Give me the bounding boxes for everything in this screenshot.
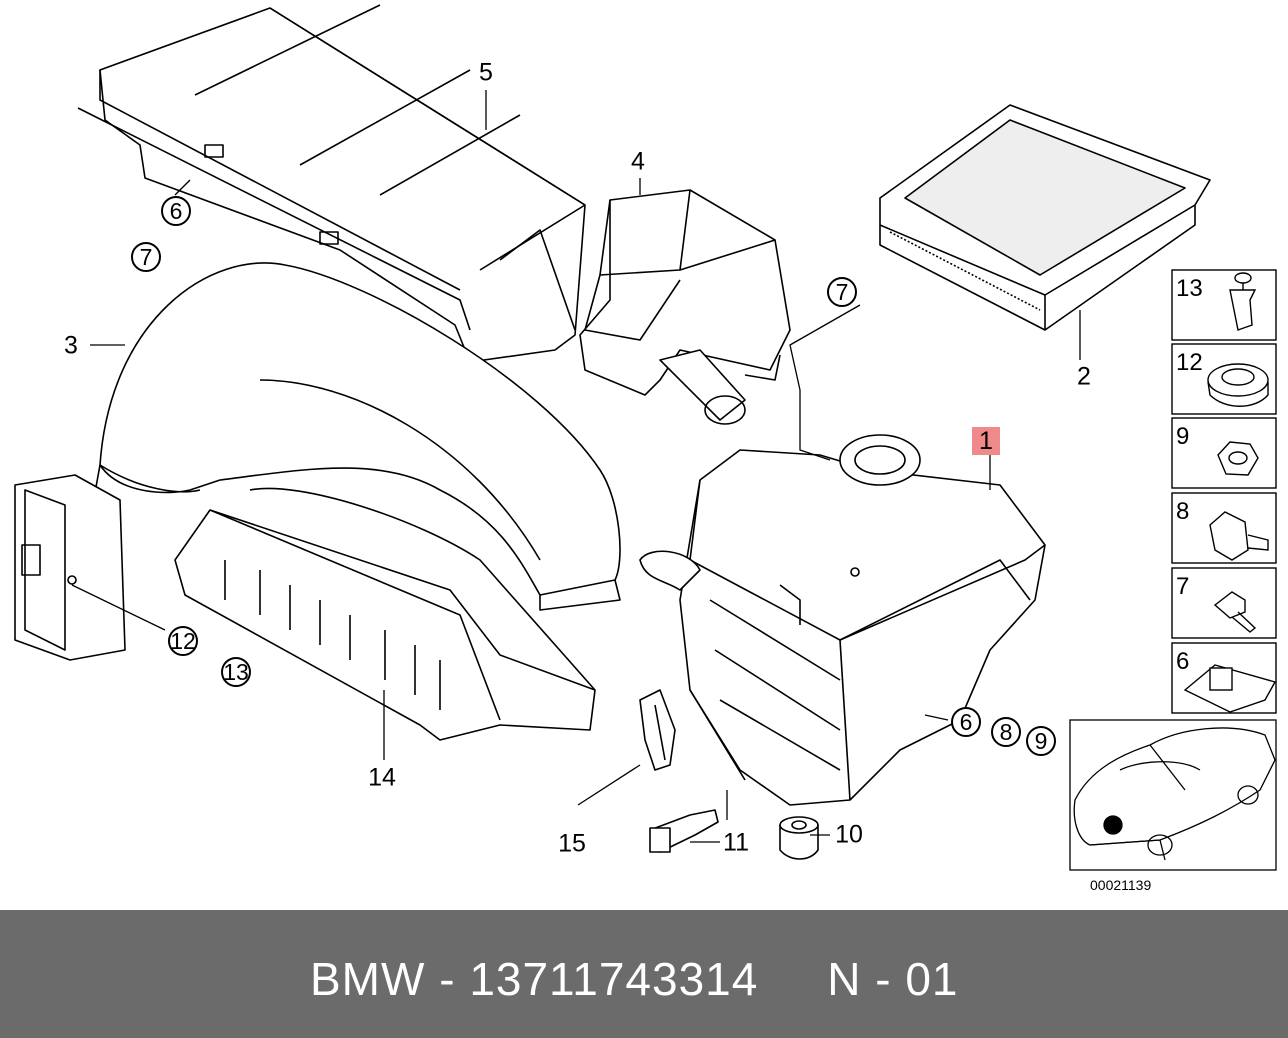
callout-1-highlighted: 1 <box>972 427 1000 455</box>
part-number-banner: BMW - 13711743314 N - 01 <box>0 910 1288 1038</box>
stud-mount-icon <box>1209 511 1249 561</box>
sidebar-label-7: 7 <box>1176 573 1190 600</box>
rivet-icon <box>1229 289 1257 331</box>
fastener-sidebar <box>1171 269 1277 714</box>
callout-5: 5 <box>479 58 493 87</box>
air-filter-housing-part <box>639 434 1046 806</box>
resonator-duct-part <box>174 487 596 741</box>
circled-13: 13 <box>221 657 251 687</box>
circled-12: 12 <box>168 626 198 656</box>
callout-14: 14 <box>368 763 396 792</box>
circled-8-box: 8 <box>991 717 1021 747</box>
circled-7-mid: 7 <box>827 277 857 307</box>
diagram-code: N - 01 <box>827 953 959 1005</box>
intake-air-sensor-part <box>649 809 719 853</box>
callout-3: 3 <box>64 331 78 360</box>
engine-location-marker <box>1103 815 1123 835</box>
leader-lines <box>71 90 1081 843</box>
temperature-sensor-part <box>639 689 676 771</box>
diagram-reference-number: 00021139 <box>1090 877 1152 893</box>
sidebar-label-6: 6 <box>1176 648 1190 675</box>
circled-7-top: 7 <box>131 242 161 272</box>
banner-separator: - <box>439 953 456 1005</box>
brand-name: BMW <box>310 953 426 1005</box>
sidebar-label-8: 8 <box>1176 498 1190 525</box>
air-intake-cover-part <box>77 4 586 363</box>
bolt-icon <box>1213 591 1246 619</box>
circled-9-box: 9 <box>1026 726 1056 756</box>
diagram-drawing <box>14 4 1277 871</box>
rubber-mount-part <box>779 816 819 860</box>
part-number: 13711743314 <box>469 953 759 1005</box>
mounting-bracket-part <box>14 474 126 661</box>
sidebar-label-12: 12 <box>1176 349 1203 376</box>
sidebar-label-9: 9 <box>1176 423 1190 450</box>
circled-6-box: 6 <box>951 707 981 737</box>
callout-4: 4 <box>631 147 645 176</box>
banner-text: BMW - 13711743314 N - 01 <box>310 952 958 1006</box>
sidebar-label-13: 13 <box>1176 275 1203 302</box>
parts-diagram <box>14 4 1277 871</box>
nut-icon <box>1217 441 1259 476</box>
callout-10: 10 <box>835 820 863 849</box>
circled-6-top: 6 <box>161 196 191 226</box>
callout-15: 15 <box>558 829 586 858</box>
callout-11: 11 <box>723 828 749 857</box>
vehicle-location-inset <box>1069 719 1277 871</box>
callout-2: 2 <box>1077 362 1091 391</box>
air-flow-meter-housing-part <box>579 189 791 425</box>
air-filter-part <box>879 104 1211 331</box>
